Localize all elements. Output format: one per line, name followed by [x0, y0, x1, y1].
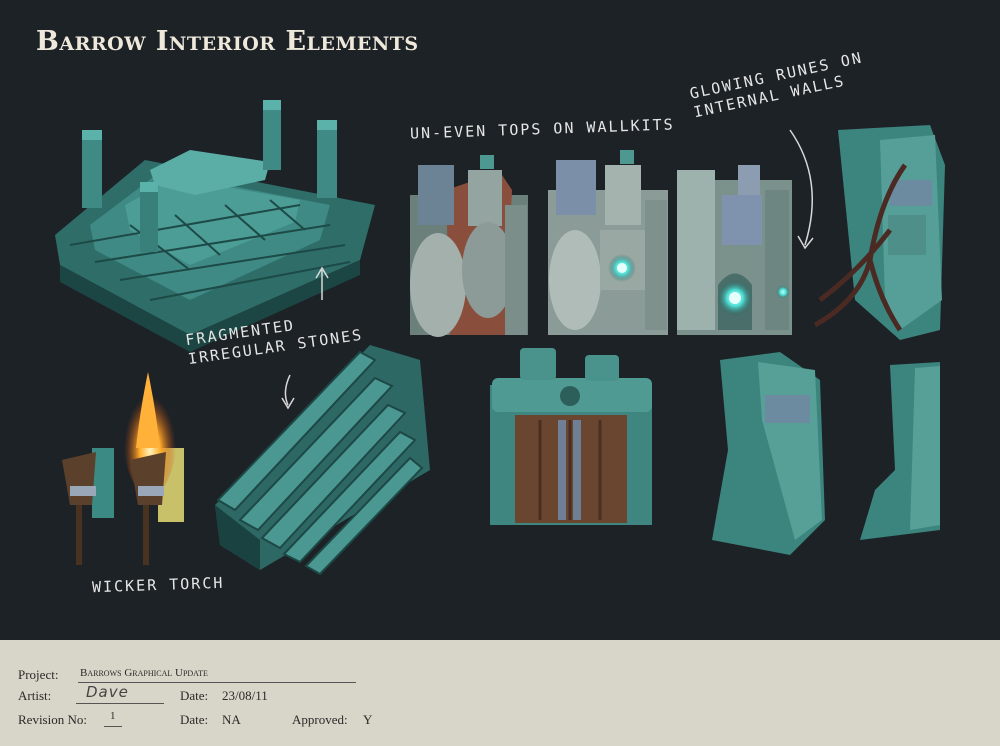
- approved-value: Y: [363, 712, 373, 727]
- project-underline: [78, 682, 356, 683]
- date-label: Date:: [180, 688, 209, 703]
- date2-value: NA: [222, 712, 241, 727]
- door-illustration: [490, 348, 652, 525]
- torch-lit-illustration: [124, 372, 184, 565]
- approved-label: Approved:: [292, 712, 348, 727]
- concept-sheet-canvas: Barrow Interior Elements: [36, 26, 945, 597]
- artist-signature: Dave: [86, 683, 129, 701]
- root-pillar-illustration: [813, 125, 945, 340]
- stairs-illustration: [215, 345, 430, 576]
- wall-kit-2-illustration: [548, 150, 668, 335]
- wall-kit-3-illustration: [677, 165, 792, 335]
- project-label: Project:: [18, 667, 59, 682]
- sheet-title: Barrow Interior Elements: [36, 26, 419, 57]
- annotation-arrows: [281, 129, 814, 410]
- broken-pillars-illustration: [712, 352, 940, 555]
- artist-underline: [76, 703, 164, 704]
- revision-underline: [104, 726, 122, 727]
- wall-kit-1-illustration: [410, 155, 528, 337]
- torch-unlit-illustration: [62, 448, 114, 565]
- title-block-footer: Project: Barrows Graphical Update Artist…: [0, 640, 1000, 746]
- revision-label: Revision No:: [18, 712, 87, 727]
- date-value: 23/08/11: [222, 688, 268, 703]
- revision-value: 1: [110, 710, 116, 722]
- altar-platform-illustration: [55, 100, 375, 352]
- concept-artwork: [55, 100, 945, 576]
- artist-label: Artist:: [18, 688, 52, 703]
- project-value: Barrows Graphical Update: [80, 667, 208, 679]
- date2-label: Date:: [180, 712, 209, 727]
